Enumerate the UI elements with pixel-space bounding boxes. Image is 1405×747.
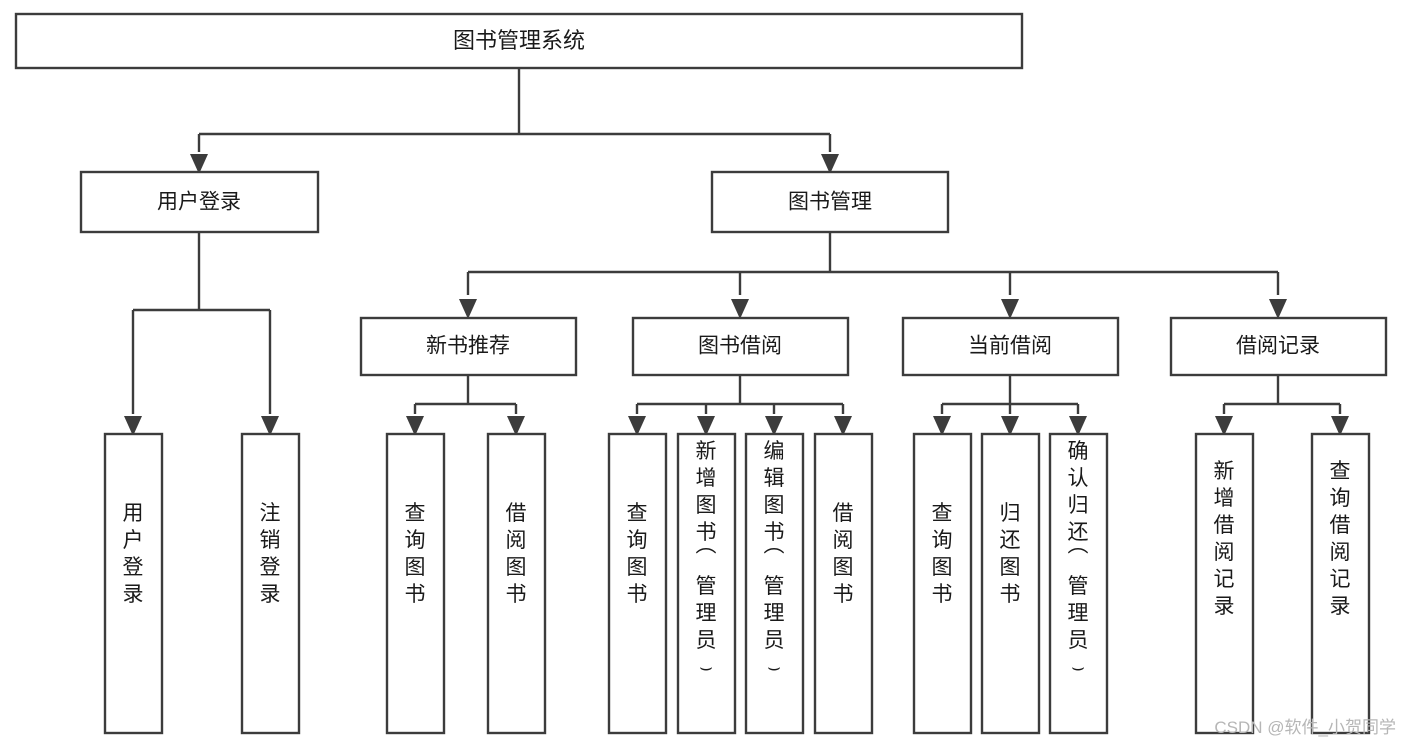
leaf-confirm-return-box[interactable] bbox=[1048, 432, 1109, 735]
leaf-confirm-return-label: 确认归还⌒管理员⌣ bbox=[1068, 440, 1089, 679]
node-leaf-logout-login[interactable]: 注销登录 bbox=[240, 432, 301, 735]
leaf-user-login-label: 用户登录 bbox=[123, 502, 144, 606]
node-current-borrow[interactable]: 当前借阅 bbox=[901, 316, 1120, 377]
leaf-add-record-box[interactable] bbox=[1194, 432, 1255, 735]
leaf-return-book-box[interactable] bbox=[980, 432, 1041, 735]
node-leaf-user-login[interactable]: 用户登录 bbox=[103, 432, 164, 735]
node-borrow-record[interactable]: 借阅记录 bbox=[1169, 316, 1388, 377]
leaf-query-book-2-box[interactable] bbox=[607, 432, 668, 735]
node-book-borrow[interactable]: 图书借阅 bbox=[631, 316, 850, 377]
node-book-manage[interactable]: 图书管理 bbox=[710, 170, 950, 234]
arrow-to-book-borrow bbox=[731, 299, 749, 319]
book-borrow-box[interactable] bbox=[631, 316, 850, 377]
current-borrow-box[interactable] bbox=[901, 316, 1120, 377]
leaf-query-record-box[interactable] bbox=[1310, 432, 1371, 735]
leaf-query-book-1-label: 查询图书 bbox=[405, 502, 426, 606]
watermark-label: CSDN @软件_小贺同学 bbox=[1214, 718, 1396, 737]
node-leaf-borrow-book-2[interactable]: 借阅图书 bbox=[813, 432, 874, 735]
node-leaf-query-book-3[interactable]: 查询图书 bbox=[912, 432, 973, 735]
book-manage-box[interactable] bbox=[710, 170, 950, 234]
leaf-user-login-box[interactable] bbox=[103, 432, 164, 735]
leaf-query-book-3-label: 查询图书 bbox=[932, 502, 953, 606]
user-login-label: 用户登录 bbox=[157, 191, 241, 214]
leaf-layer: 用户登录 注销登录 查询图书 借阅图书 查询图书 新增图书⌒管理员⌣ 编辑图书⌒… bbox=[103, 432, 1371, 735]
node-leaf-query-book-1[interactable]: 查询图书 bbox=[385, 432, 446, 735]
root-label: 图书管理系统 bbox=[453, 28, 585, 53]
leaf-logout-login-box[interactable] bbox=[240, 432, 301, 735]
node-leaf-add-book[interactable]: 新增图书⌒管理员⌣ bbox=[676, 432, 737, 735]
node-leaf-return-book[interactable]: 归还图书 bbox=[980, 432, 1041, 735]
leaf-query-book-3-box[interactable] bbox=[912, 432, 973, 735]
node-root[interactable]: 图书管理系统 bbox=[14, 12, 1024, 70]
node-leaf-query-record[interactable]: 查询借阅记录 bbox=[1310, 432, 1371, 735]
node-leaf-query-book-2[interactable]: 查询图书 bbox=[607, 432, 668, 735]
node-leaf-confirm-return[interactable]: 确认归还⌒管理员⌣ bbox=[1048, 432, 1109, 735]
connector-layer bbox=[124, 68, 1349, 436]
leaf-borrow-book-2-label: 借阅图书 bbox=[833, 502, 854, 606]
leaf-add-record-label: 新增借阅记录 bbox=[1214, 460, 1235, 618]
leaf-add-book-label: 新增图书⌒管理员⌣ bbox=[696, 440, 717, 679]
user-login-box[interactable] bbox=[79, 170, 320, 234]
leaf-query-book-2-label: 查询图书 bbox=[627, 502, 648, 606]
leaf-query-book-1-box[interactable] bbox=[385, 432, 446, 735]
leaf-edit-book-box[interactable] bbox=[744, 432, 805, 735]
arrow-to-current-borrow bbox=[1001, 299, 1019, 319]
new-book-recommend-box[interactable] bbox=[359, 316, 578, 377]
book-manage-label: 图书管理 bbox=[788, 191, 872, 214]
arrow-to-borrow-record bbox=[1269, 299, 1287, 319]
node-leaf-add-record[interactable]: 新增借阅记录 bbox=[1194, 432, 1255, 735]
leaf-edit-book-label: 编辑图书⌒管理员⌣ bbox=[764, 440, 785, 679]
leaf-borrow-book-1-box[interactable] bbox=[486, 432, 547, 735]
book-borrow-label: 图书借阅 bbox=[698, 335, 782, 358]
node-user-login[interactable]: 用户登录 bbox=[79, 170, 320, 234]
leaf-logout-login-label: 注销登录 bbox=[260, 502, 281, 606]
node-leaf-borrow-book-1[interactable]: 借阅图书 bbox=[486, 432, 547, 735]
leaf-query-record-label: 查询借阅记录 bbox=[1330, 460, 1351, 618]
borrow-record-label: 借阅记录 bbox=[1236, 335, 1320, 358]
node-leaf-edit-book[interactable]: 编辑图书⌒管理员⌣ bbox=[744, 432, 805, 735]
root-box[interactable] bbox=[14, 12, 1024, 70]
leaf-borrow-book-1-label: 借阅图书 bbox=[506, 502, 527, 606]
borrow-record-box[interactable] bbox=[1169, 316, 1388, 377]
leaf-borrow-book-2-box[interactable] bbox=[813, 432, 874, 735]
leaf-add-book-box[interactable] bbox=[676, 432, 737, 735]
node-new-book-recommend[interactable]: 新书推荐 bbox=[359, 316, 578, 377]
leaf-return-book-label: 归还图书 bbox=[1000, 502, 1021, 606]
new-book-recommend-label: 新书推荐 bbox=[426, 335, 510, 358]
arrow-to-new-book-recommend bbox=[459, 299, 477, 319]
current-borrow-label: 当前借阅 bbox=[968, 335, 1052, 358]
